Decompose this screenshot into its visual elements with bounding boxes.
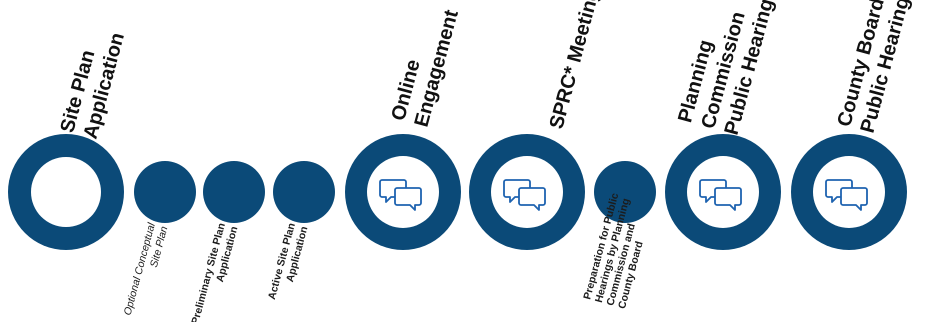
step-dot [273, 161, 335, 223]
step-5 [345, 134, 461, 250]
step-dot [594, 161, 656, 223]
step-label: PlanningCommissionPublic Hearing [674, 0, 778, 137]
step-label-line: SPRC* Meetings [546, 0, 608, 131]
step-label: SPRC* Meetings [546, 0, 608, 131]
chat-bubbles-icon [379, 179, 422, 211]
step-label-line: Optional Conceptual [122, 221, 158, 317]
step-6 [469, 134, 585, 250]
step-label: OnlineEngagement [387, 1, 463, 129]
step-1 [8, 134, 124, 250]
step-7 [594, 161, 656, 223]
chat-bubbles-icon [825, 179, 868, 211]
step-label: Preliminary Site PlanApplication [189, 222, 240, 322]
step-4 [273, 161, 335, 223]
step-ring-hole [31, 157, 101, 227]
step-3 [203, 161, 265, 223]
chat-bubbles-icon [503, 179, 546, 211]
step-label: Optional ConceptualSite Plan [122, 221, 171, 320]
step-label: Active Site PlanApplication [266, 222, 311, 305]
step-dot [134, 161, 196, 223]
step-markers [8, 134, 907, 250]
chat-bubbles-icon [699, 179, 742, 211]
step-8 [665, 134, 781, 250]
step-label: County BoardPublic Hearing [833, 0, 914, 135]
step-2 [134, 161, 196, 223]
step-label: Site PlanApplication [56, 24, 129, 141]
step-dot [203, 161, 265, 223]
step-9 [791, 134, 907, 250]
